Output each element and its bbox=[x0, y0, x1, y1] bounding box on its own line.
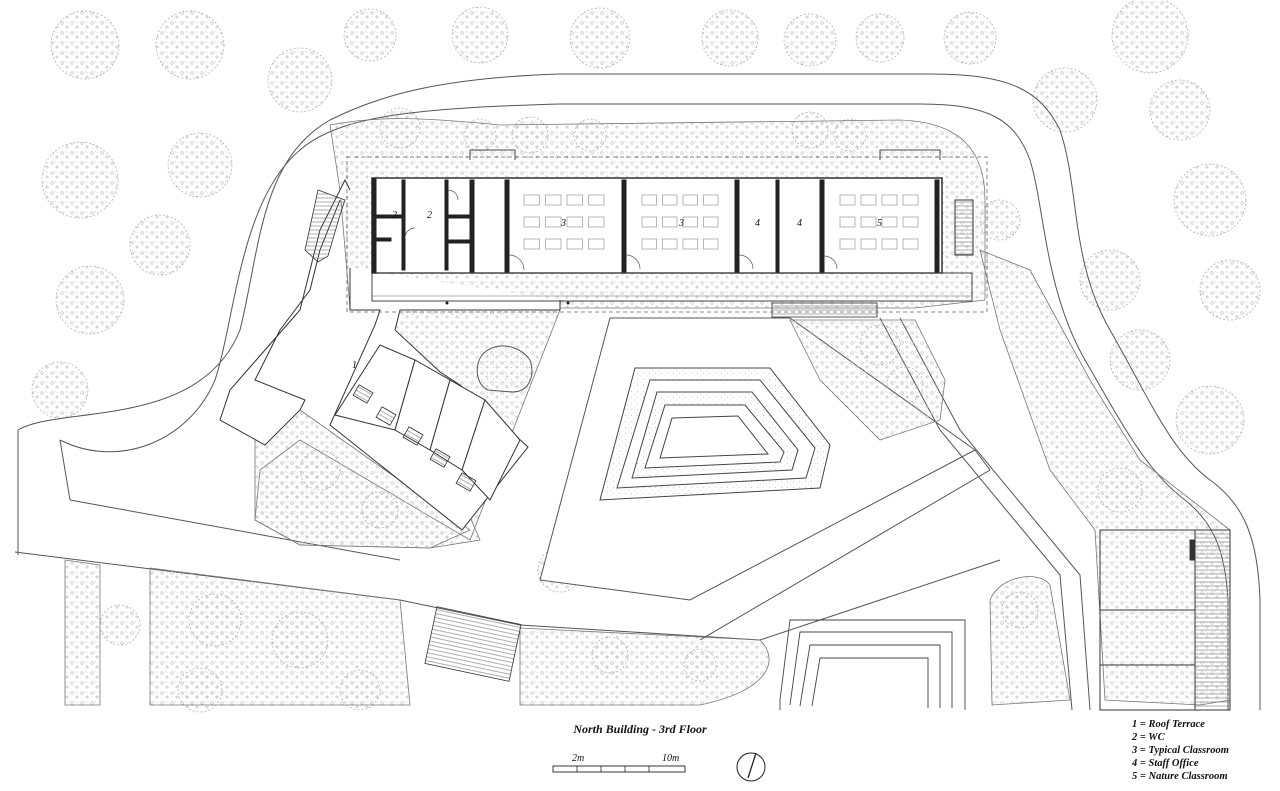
room-tag: 3 bbox=[560, 218, 566, 229]
desk bbox=[662, 216, 678, 228]
stepped-amphitheatre bbox=[599, 367, 831, 501]
tree-canopy bbox=[1149, 79, 1211, 141]
desk bbox=[523, 216, 540, 228]
tree-canopy bbox=[267, 47, 333, 113]
terrace-steps bbox=[352, 384, 477, 492]
desk bbox=[860, 194, 877, 206]
desk bbox=[641, 238, 657, 250]
desk bbox=[902, 238, 919, 250]
tree-canopy bbox=[783, 13, 837, 67]
desk bbox=[523, 194, 540, 206]
tree-canopy bbox=[1079, 249, 1141, 311]
tree-canopy bbox=[31, 361, 89, 419]
tree-canopy bbox=[1109, 329, 1171, 391]
scale-label-2m: 2m bbox=[572, 753, 584, 764]
desk bbox=[682, 194, 698, 206]
desk bbox=[682, 238, 698, 250]
scale-bar: 2m 10m bbox=[552, 753, 686, 773]
tree-canopy bbox=[1175, 385, 1245, 455]
desk bbox=[566, 238, 583, 250]
drawing-title: North Building - 3rd Floor bbox=[573, 722, 707, 736]
desk bbox=[703, 238, 719, 250]
desk bbox=[839, 216, 856, 228]
room-tag: 5 bbox=[877, 218, 882, 229]
desk bbox=[588, 194, 605, 206]
desk bbox=[839, 194, 856, 206]
column-dots bbox=[445, 301, 570, 305]
desk bbox=[902, 216, 919, 228]
desk bbox=[881, 238, 898, 250]
desk bbox=[703, 194, 719, 206]
tree-canopy bbox=[855, 13, 905, 63]
desk bbox=[860, 216, 877, 228]
legend-item: 4 = Staff Office bbox=[1132, 758, 1199, 769]
desk bbox=[682, 216, 698, 228]
room-tag: 1 bbox=[352, 360, 357, 371]
room-tag: 2 bbox=[427, 210, 432, 221]
sunken-garden-steps bbox=[779, 619, 966, 710]
desk bbox=[641, 194, 657, 206]
tree-canopy bbox=[129, 214, 191, 276]
desk bbox=[588, 238, 605, 250]
tree-canopy bbox=[55, 265, 125, 335]
room-tag: 4 bbox=[797, 218, 802, 229]
desk bbox=[860, 238, 877, 250]
desk bbox=[545, 194, 562, 206]
desk bbox=[641, 216, 657, 228]
desk bbox=[662, 194, 678, 206]
roof-outline bbox=[346, 156, 988, 313]
desk bbox=[566, 216, 583, 228]
room-tag: 4 bbox=[755, 218, 760, 229]
desk bbox=[662, 238, 678, 250]
legend: 1 = Roof Terrace 2 = WC 3 = Typical Clas… bbox=[1132, 718, 1229, 783]
tree-canopy bbox=[99, 604, 141, 646]
north-building bbox=[304, 149, 974, 682]
planter-island bbox=[476, 345, 533, 393]
tree-canopy bbox=[451, 6, 509, 64]
desk bbox=[881, 216, 898, 228]
building-walls bbox=[371, 177, 940, 274]
room-tag: 2 bbox=[392, 210, 397, 221]
desk bbox=[523, 238, 540, 250]
north-arrow-icon bbox=[736, 752, 766, 782]
tree-canopy bbox=[167, 132, 233, 198]
desk bbox=[588, 216, 605, 228]
tree-canopy bbox=[943, 11, 997, 65]
room-tags: 1 2 2 3 3 4 4 5 bbox=[352, 210, 882, 371]
tree-canopy bbox=[1173, 163, 1247, 237]
legend-item: 2 = WC bbox=[1132, 732, 1165, 743]
desk bbox=[839, 238, 856, 250]
legend-item: 5 = Nature Classroom bbox=[1132, 771, 1228, 782]
legend-item: 1 = Roof Terrace bbox=[1132, 719, 1205, 730]
desk bbox=[902, 194, 919, 206]
desk bbox=[566, 194, 583, 206]
desk bbox=[545, 238, 562, 250]
tree-canopy bbox=[979, 199, 1021, 241]
classroom-desks bbox=[523, 194, 919, 250]
tree-canopy bbox=[1199, 259, 1261, 321]
access-road bbox=[17, 73, 1261, 710]
east-annex bbox=[1099, 529, 1231, 711]
tree-canopy bbox=[1032, 67, 1098, 133]
desk bbox=[545, 216, 562, 228]
desk bbox=[881, 194, 898, 206]
tree-canopy bbox=[569, 7, 631, 69]
scale-label-10m: 10m bbox=[662, 753, 679, 764]
room-tag: 3 bbox=[678, 218, 684, 229]
legend-item: 3 = Typical Classroom bbox=[1132, 745, 1229, 756]
tree-canopy bbox=[701, 9, 759, 67]
tree-canopy bbox=[155, 10, 225, 80]
tree-canopy bbox=[343, 8, 397, 62]
door-swings bbox=[404, 189, 838, 271]
tree-canopy bbox=[50, 10, 120, 80]
desk bbox=[703, 216, 719, 228]
tree-canopy bbox=[41, 141, 119, 219]
tree-canopy bbox=[1111, 0, 1189, 74]
